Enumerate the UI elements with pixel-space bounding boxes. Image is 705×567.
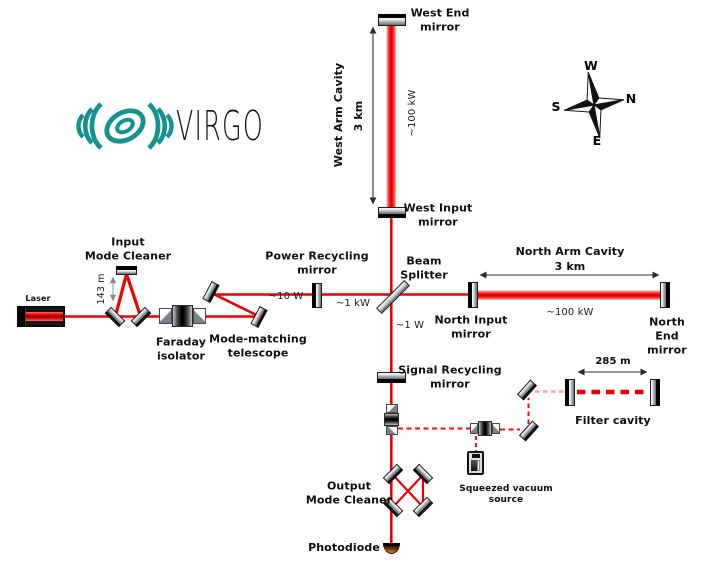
compass-rose-icon xyxy=(563,72,625,138)
west-end-mirror-label: West End mirror xyxy=(410,6,470,33)
dimension-arrows xyxy=(369,26,660,376)
input-power-label: ~10 W xyxy=(268,290,304,302)
signal-recycling-mirror xyxy=(377,372,406,383)
output-faraday-rotator-core xyxy=(384,413,399,426)
squeezer-faraday-isolator-device xyxy=(470,421,500,436)
compass-east-label: E xyxy=(592,133,602,149)
photodiode-label: Photodiode xyxy=(308,541,380,555)
mode-matching-telescope-label: Mode-matching telescope xyxy=(209,332,307,359)
faraday-rotator-core xyxy=(172,305,193,327)
north-arm-length-label: 3 km xyxy=(554,260,586,274)
laser-device xyxy=(17,306,65,327)
squeezed-source-top-bar xyxy=(472,454,480,458)
squeezed-light-beams xyxy=(398,389,649,451)
output-faraday-polarizer-bottom xyxy=(385,426,398,435)
output-faraday-polarizer-top xyxy=(385,404,398,413)
imc-length-label: 143 m xyxy=(96,273,108,305)
compass-south-label: S xyxy=(551,99,561,115)
faraday-polarizer-left xyxy=(159,308,172,324)
laser-beam-stripe xyxy=(26,312,63,321)
compass-west-label: W xyxy=(584,58,598,74)
north-arm-cavity-label: North Arm Cavity xyxy=(515,245,625,259)
north-end-mirror-label: North End mirror xyxy=(647,315,687,356)
west-input-mirror-label: West Input mirror xyxy=(403,201,473,228)
filter-cavity-input-mirror xyxy=(565,379,575,406)
west-arm-power-label: ~100 kW xyxy=(406,89,418,137)
beam-splitter-label: Beam Splitter xyxy=(400,254,448,281)
laser-label: Laser xyxy=(25,294,51,303)
north-input-mirror-label: North Input mirror xyxy=(434,313,508,340)
squeezer-faraday-rotator-core xyxy=(478,421,492,436)
squeezer-faraday-polarizer-left xyxy=(470,423,478,434)
virgo-logo-waves-icon xyxy=(76,102,174,150)
squeezer-faraday-polarizer-right xyxy=(492,423,500,434)
squeezed-vacuum-source-device xyxy=(467,451,484,475)
squeezed-source-window xyxy=(471,460,477,471)
recycled-power-label: ~1 kW xyxy=(335,297,371,309)
west-arm-cavity-label: West Arm Cavity xyxy=(332,62,346,168)
arm-cavity-beams xyxy=(386,24,661,300)
faraday-isolator-label: Faraday isolator xyxy=(156,335,206,362)
filter-cavity-end-mirror xyxy=(650,379,660,406)
compass-north-label: N xyxy=(625,91,637,107)
west-end-mirror xyxy=(378,14,406,26)
power-recycling-mirror xyxy=(312,283,322,308)
virgo-logo: VIRGO xyxy=(76,102,264,150)
north-input-mirror xyxy=(468,282,478,308)
west-arm-length-label: 3 km xyxy=(352,100,366,132)
west-input-mirror xyxy=(378,207,406,218)
north-end-mirror xyxy=(660,282,670,308)
omc-bowtie-beams xyxy=(392,474,425,508)
laser-end-cap xyxy=(18,307,26,326)
squeezed-vacuum-source-label: Squeezed vacuum source xyxy=(459,483,553,505)
dark-port-power-label: ~1 W xyxy=(395,319,425,331)
input-mode-cleaner-label: Input Mode Cleaner xyxy=(84,235,172,262)
output-mode-cleaner-label: Output Mode Cleaner xyxy=(305,479,393,506)
virgo-logo-text: VIRGO xyxy=(176,102,264,150)
faraday-polarizer-right xyxy=(193,308,206,324)
filter-cavity-length-label: 285 m xyxy=(595,355,631,367)
signal-recycling-mirror-label: Signal Recycling mirror xyxy=(398,363,502,390)
squeezed-source-panel xyxy=(477,460,480,471)
imc-end-mirror xyxy=(116,266,137,275)
power-recycling-mirror-label: Power Recycling mirror xyxy=(265,249,369,276)
output-faraday-isolator-device xyxy=(384,404,399,435)
north-arm-power-label: ~100 kW xyxy=(546,306,594,318)
faraday-isolator-device xyxy=(159,305,206,327)
imc-triangle-beams xyxy=(113,273,143,317)
filter-cavity-label: Filter cavity xyxy=(575,414,651,428)
